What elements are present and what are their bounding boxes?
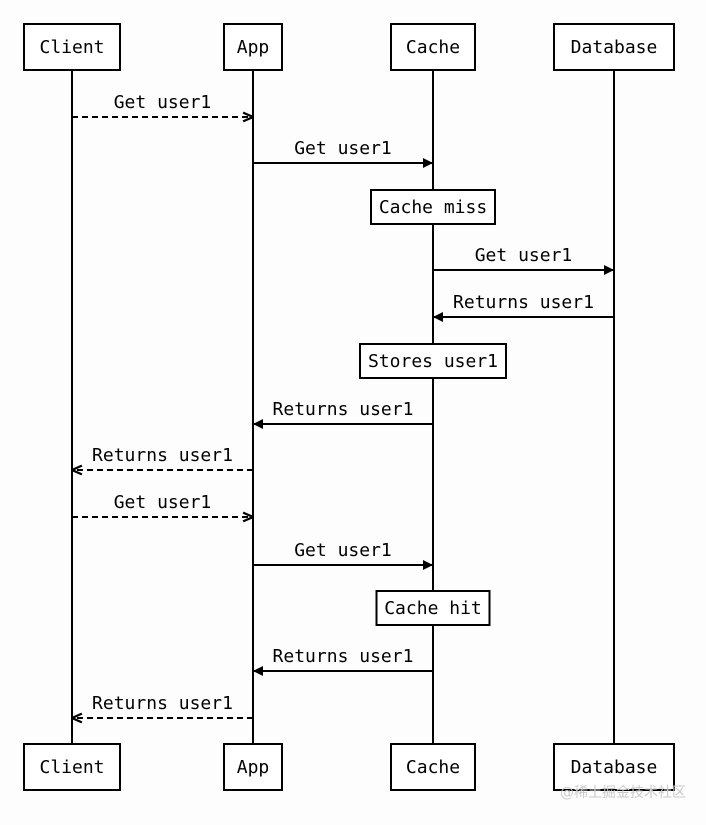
participant-box [223,23,283,71]
participant-client-bottom: Client [23,743,121,791]
participant-app-bottom: App [223,743,283,791]
message-label: Returns user1 [92,445,233,466]
participant-label: App [237,37,270,58]
participant-label: Client [39,37,104,58]
participant-database-top: Database [553,23,675,71]
message-label: Get user1 [114,492,212,513]
message: Get user1 [433,245,614,275]
message: Get user1 [72,92,253,117]
note: Cache hit [375,590,491,626]
participant-box [23,23,121,71]
participant-label: Database [571,757,658,778]
participant-database-bottom: Database [553,743,675,791]
message-label: Get user1 [294,138,392,159]
message: Get user1 [253,138,433,168]
message: Returns user1 [253,399,433,429]
message-label: Returns user1 [273,646,414,667]
note-box [375,590,491,626]
message-label: Get user1 [114,92,212,113]
participant-cache-bottom: Cache [390,743,476,791]
participant-box [553,23,675,71]
note-label: Cache hit [384,598,482,619]
note-label: Stores user1 [368,351,498,372]
participant-box [390,743,476,791]
message-label: Returns user1 [273,399,414,420]
participant-label: Database [571,37,658,58]
note-box [370,189,496,225]
message-label: Returns user1 [453,292,594,313]
watermark-text: @稀土掘金技术社区 [560,785,686,801]
message-label: Returns user1 [92,693,233,714]
message-label: Get user1 [475,245,573,266]
message-label: Get user1 [294,540,392,561]
participant-label: App [237,757,270,778]
participant-app-top: App [223,23,283,71]
participant-label: Cache [406,37,460,58]
note: Stores user1 [359,343,507,379]
participant-box [223,743,283,791]
participant-label: Cache [406,757,460,778]
note: Cache miss [370,189,496,225]
message: Returns user1 [72,693,253,718]
note-box [359,343,507,379]
participant-box [390,23,476,71]
message: Returns user1 [433,292,614,322]
participant-client-top: Client [23,23,121,71]
participant-box [23,743,121,791]
message: Returns user1 [253,646,433,676]
message: Returns user1 [72,445,253,470]
message: Get user1 [72,492,253,517]
participant-label: Client [39,757,104,778]
participant-cache-top: Cache [390,23,476,71]
message: Get user1 [253,540,433,570]
note-label: Cache miss [379,197,487,218]
participant-box [553,743,675,791]
